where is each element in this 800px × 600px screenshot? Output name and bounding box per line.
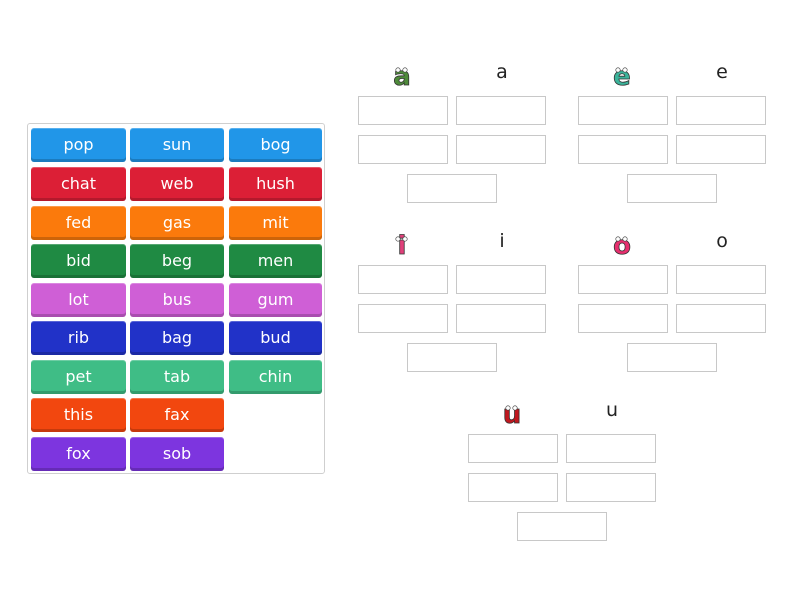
- svg-text:e: e: [613, 62, 631, 90]
- letter-a-character-icon: a: [387, 60, 417, 93]
- group-label: u: [605, 399, 619, 421]
- drop-slot[interactable]: [407, 343, 497, 372]
- word-tile[interactable]: this: [31, 398, 126, 432]
- drop-slot[interactable]: [517, 512, 607, 541]
- drop-slot[interactable]: [456, 265, 546, 294]
- word-tile[interactable]: tab: [130, 360, 224, 394]
- letter-u-character-icon: u: [497, 398, 527, 431]
- drop-slot[interactable]: [468, 473, 558, 502]
- word-tile[interactable]: pop: [31, 128, 126, 162]
- word-tile[interactable]: gum: [229, 283, 322, 317]
- letter-e-character-icon: e: [607, 60, 637, 93]
- drop-slot[interactable]: [566, 434, 656, 463]
- drop-slot[interactable]: [456, 304, 546, 333]
- word-tile[interactable]: beg: [130, 244, 224, 278]
- word-tile[interactable]: lot: [31, 283, 126, 317]
- word-tile[interactable]: hush: [229, 167, 322, 201]
- drop-slot[interactable]: [578, 265, 668, 294]
- word-tile[interactable]: bus: [130, 283, 224, 317]
- drop-slot[interactable]: [456, 96, 546, 125]
- word-tile[interactable]: pet: [31, 360, 126, 394]
- drop-slot[interactable]: [676, 96, 766, 125]
- svg-text:o: o: [613, 231, 631, 259]
- word-tile[interactable]: gas: [130, 206, 224, 240]
- drop-slot[interactable]: [407, 174, 497, 203]
- drop-slot[interactable]: [676, 304, 766, 333]
- word-tile[interactable]: bid: [31, 244, 126, 278]
- svg-text:i: i: [398, 231, 407, 259]
- drop-slot[interactable]: [358, 96, 448, 125]
- drop-slot[interactable]: [676, 265, 766, 294]
- word-tile[interactable]: sun: [130, 128, 224, 162]
- drop-slot[interactable]: [358, 265, 448, 294]
- group-label: a: [496, 61, 508, 83]
- drop-slot[interactable]: [627, 343, 717, 372]
- word-tile[interactable]: web: [130, 167, 224, 201]
- word-tile[interactable]: chin: [229, 360, 322, 394]
- word-tile[interactable]: fax: [130, 398, 224, 432]
- drop-slot[interactable]: [578, 304, 668, 333]
- word-tile[interactable]: bag: [130, 321, 224, 355]
- group-label: i: [499, 230, 505, 252]
- drop-slot[interactable]: [627, 174, 717, 203]
- letter-o-character-icon: o: [607, 229, 637, 262]
- drop-slot[interactable]: [468, 434, 558, 463]
- drop-slot[interactable]: [566, 473, 656, 502]
- word-tile[interactable]: bog: [229, 128, 322, 162]
- word-tile[interactable]: fed: [31, 206, 126, 240]
- word-tile[interactable]: rib: [31, 321, 126, 355]
- word-tile[interactable]: fox: [31, 437, 126, 471]
- drop-slot[interactable]: [578, 135, 668, 164]
- word-tile[interactable]: men: [229, 244, 322, 278]
- drop-slot[interactable]: [676, 135, 766, 164]
- svg-text:a: a: [393, 62, 411, 90]
- group-label: o: [716, 230, 728, 252]
- word-tile[interactable]: chat: [31, 167, 126, 201]
- word-tile[interactable]: sob: [130, 437, 224, 471]
- word-tile[interactable]: mit: [229, 206, 322, 240]
- letter-i-character-icon: i: [387, 229, 417, 261]
- drop-slot[interactable]: [358, 135, 448, 164]
- svg-text:u: u: [503, 400, 522, 428]
- drop-slot[interactable]: [456, 135, 546, 164]
- word-tile[interactable]: bud: [229, 321, 322, 355]
- group-label: e: [716, 61, 728, 83]
- drop-slot[interactable]: [578, 96, 668, 125]
- drop-slot[interactable]: [358, 304, 448, 333]
